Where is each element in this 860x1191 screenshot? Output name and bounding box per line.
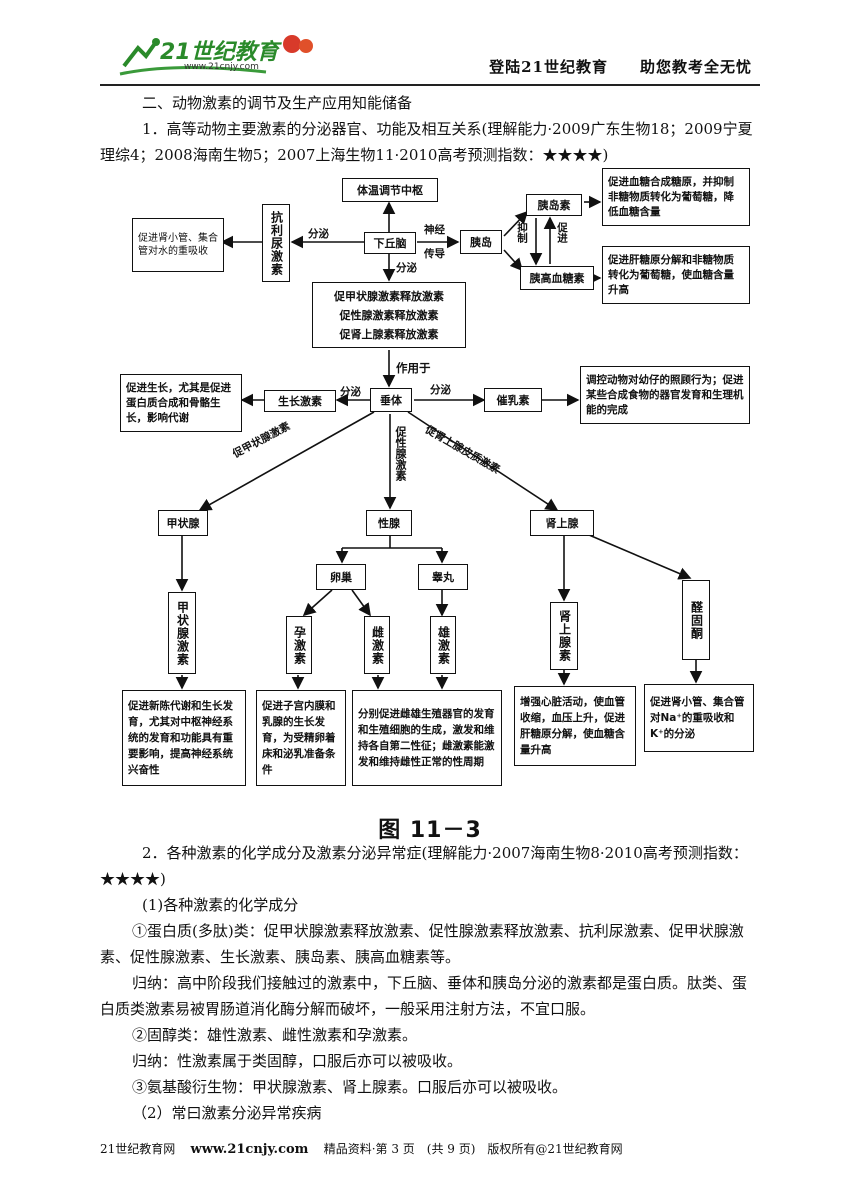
label-inhibit: 抑制 bbox=[516, 222, 528, 243]
box-thyroxine: 甲状腺激素 bbox=[168, 592, 196, 674]
label-secrete-gh: 分泌 bbox=[340, 386, 361, 398]
label-conduct: 传导 bbox=[424, 248, 445, 260]
p1-text: ①蛋白质(多肽)类：促甲状腺激素释放激素、促性腺激素释放激素、抗利尿激素、促甲状… bbox=[100, 922, 744, 966]
box-insulin: 胰岛素 bbox=[526, 194, 582, 216]
box-thyroxine-function: 促进新陈代谢和生长发育，尤其对中枢神经系统的发育和功能具有重要影响，提高神经系统… bbox=[122, 690, 246, 786]
box-growth-hormone: 生长激素 bbox=[264, 390, 336, 412]
site-logo bbox=[119, 35, 313, 76]
p3-text: ②固醇类：雄性激素、雌性激素和孕激素。 bbox=[132, 1026, 418, 1044]
item1-text: 1．高等动物主要激素的分泌器官、功能及相互关系(理解能力·2009广东生物18；… bbox=[100, 120, 753, 164]
box-adh: 抗利尿激素 bbox=[262, 204, 290, 282]
box-adrenal: 肾上腺 bbox=[530, 510, 594, 536]
box-androgen: 雄激素 bbox=[430, 616, 456, 674]
box-estrogen: 雌激素 bbox=[364, 616, 390, 674]
label-secrete-release: 分泌 bbox=[396, 262, 417, 274]
p2-text: 归纳：高中阶段我们接触过的激素中，下丘脑、垂体和胰岛分泌的激素都是蛋白质。肽类、… bbox=[100, 974, 748, 1018]
box-insulin-function: 促进血糖合成糖原，并抑制非糖物质转化为葡萄糖，降低血糖含量 bbox=[602, 168, 750, 226]
box-gh-function: 促进生长，尤其是促进蛋白质合成和骨骼生长，影响代谢 bbox=[120, 374, 242, 432]
box-prolactin-function: 调控动物对幼仔的照顾行为；促进某些合成食物的器官发育和生理机能的完成 bbox=[580, 366, 750, 424]
footer-url[interactable]: www.21cnjy.com bbox=[190, 1142, 309, 1157]
box-pituitary: 垂体 bbox=[370, 388, 412, 412]
hormone-diagram: 体温调节中枢 下丘脑 抗利尿激素 促进肾小管、集合管对水的重吸收 胰岛 胰岛素 … bbox=[112, 160, 757, 800]
label-secrete-adh: 分泌 bbox=[308, 228, 329, 240]
section-heading: 二、动物激素的调节及生产应用知能储备 bbox=[142, 94, 413, 112]
box-epinephrine-function: 增强心脏活动，使血管收缩，血压上升，促进肝糖原分解，使血糖含量升高 bbox=[514, 686, 636, 766]
box-glucagon: 胰高血糖素 bbox=[520, 266, 594, 290]
box-gonad: 性腺 bbox=[366, 510, 412, 536]
label-gonadotropin: 促性腺激素 bbox=[394, 426, 407, 481]
item2-text: 2．各种激素的化学成分及激素分泌异常症(理解能力·2007海南生物8·2010高… bbox=[100, 844, 748, 888]
footer-site: 21世纪教育网 bbox=[100, 1142, 176, 1156]
box-epinephrine: 肾上腺素 bbox=[550, 602, 578, 670]
p4-text: 归纳：性激素属于类固醇，口服后亦可以被吸收。 bbox=[132, 1052, 463, 1070]
p5-text: ③氨基酸衍生物：甲状腺激素、肾上腺素。口服后亦可以被吸收。 bbox=[132, 1078, 568, 1096]
page-header: 21世纪教育 www.21cnjy.com 登陆21世纪教育 助您教考全无忧 bbox=[100, 28, 760, 82]
box-release-hormones: 促甲状腺激素释放激素 促性腺激素释放激素 促肾上腺素释放激素 bbox=[312, 282, 466, 348]
box-ovary: 卵巢 bbox=[316, 564, 366, 590]
footer-info: 精品资料·第 3 页 (共 9 页) 版权所有@21世纪教育网 bbox=[323, 1142, 623, 1156]
box-sex-hormone-function: 分别促进雌雄生殖器官的发育和生殖细胞的生成，激发和维持各自第二性征；雌激素能激发… bbox=[352, 690, 502, 786]
box-testis: 睾丸 bbox=[418, 564, 468, 590]
box-aldosterone-function: 促进肾小管、集合管对Na⁺的重吸收和K⁺的分泌 bbox=[644, 684, 754, 752]
logo-text: 21世纪教育 bbox=[160, 40, 279, 65]
figure-caption: 图 11－3 bbox=[378, 818, 482, 843]
page-footer: 21世纪教育网 www.21cnjy.com 精品资料·第 3 页 (共 9 页… bbox=[100, 1140, 760, 1157]
sub2-heading: （2）常曰激素分泌异常疾病 bbox=[132, 1104, 322, 1122]
box-progesterone-function: 促进子宫内膜和乳腺的生长发育，为受精卵着床和泌乳准备条件 bbox=[256, 690, 346, 786]
box-kidney-reabsorb: 促进肾小管、集合管对水的重吸收 bbox=[132, 218, 224, 272]
sub1-heading: (1)各种激素的化学成分 bbox=[142, 896, 299, 914]
diagram-lines bbox=[175, 195, 703, 690]
label-nerve: 神经 bbox=[424, 224, 445, 236]
box-hypothalamus: 下丘脑 bbox=[364, 232, 416, 254]
box-thyroid: 甲状腺 bbox=[158, 510, 208, 536]
box-prolactin: 催乳素 bbox=[484, 388, 542, 412]
box-glucagon-function: 促进肝糖原分解和非糖物质转化为葡萄糖，使血糖含量升高 bbox=[602, 246, 750, 304]
label-act-on: 作用于 bbox=[396, 361, 431, 375]
box-aldosterone: 醛固酮 bbox=[682, 580, 710, 660]
header-rule bbox=[100, 84, 760, 86]
box-temperature-center: 体温调节中枢 bbox=[342, 178, 438, 202]
logo-url: www.21cnjy.com bbox=[184, 62, 259, 72]
box-islet: 胰岛 bbox=[460, 230, 502, 254]
label-promote: 促进 bbox=[556, 222, 568, 243]
header-slogan: 登陆21世纪教育 助您教考全无忧 bbox=[489, 58, 752, 76]
label-secrete-prl: 分泌 bbox=[430, 384, 451, 396]
box-progesterone: 孕激素 bbox=[286, 616, 312, 674]
